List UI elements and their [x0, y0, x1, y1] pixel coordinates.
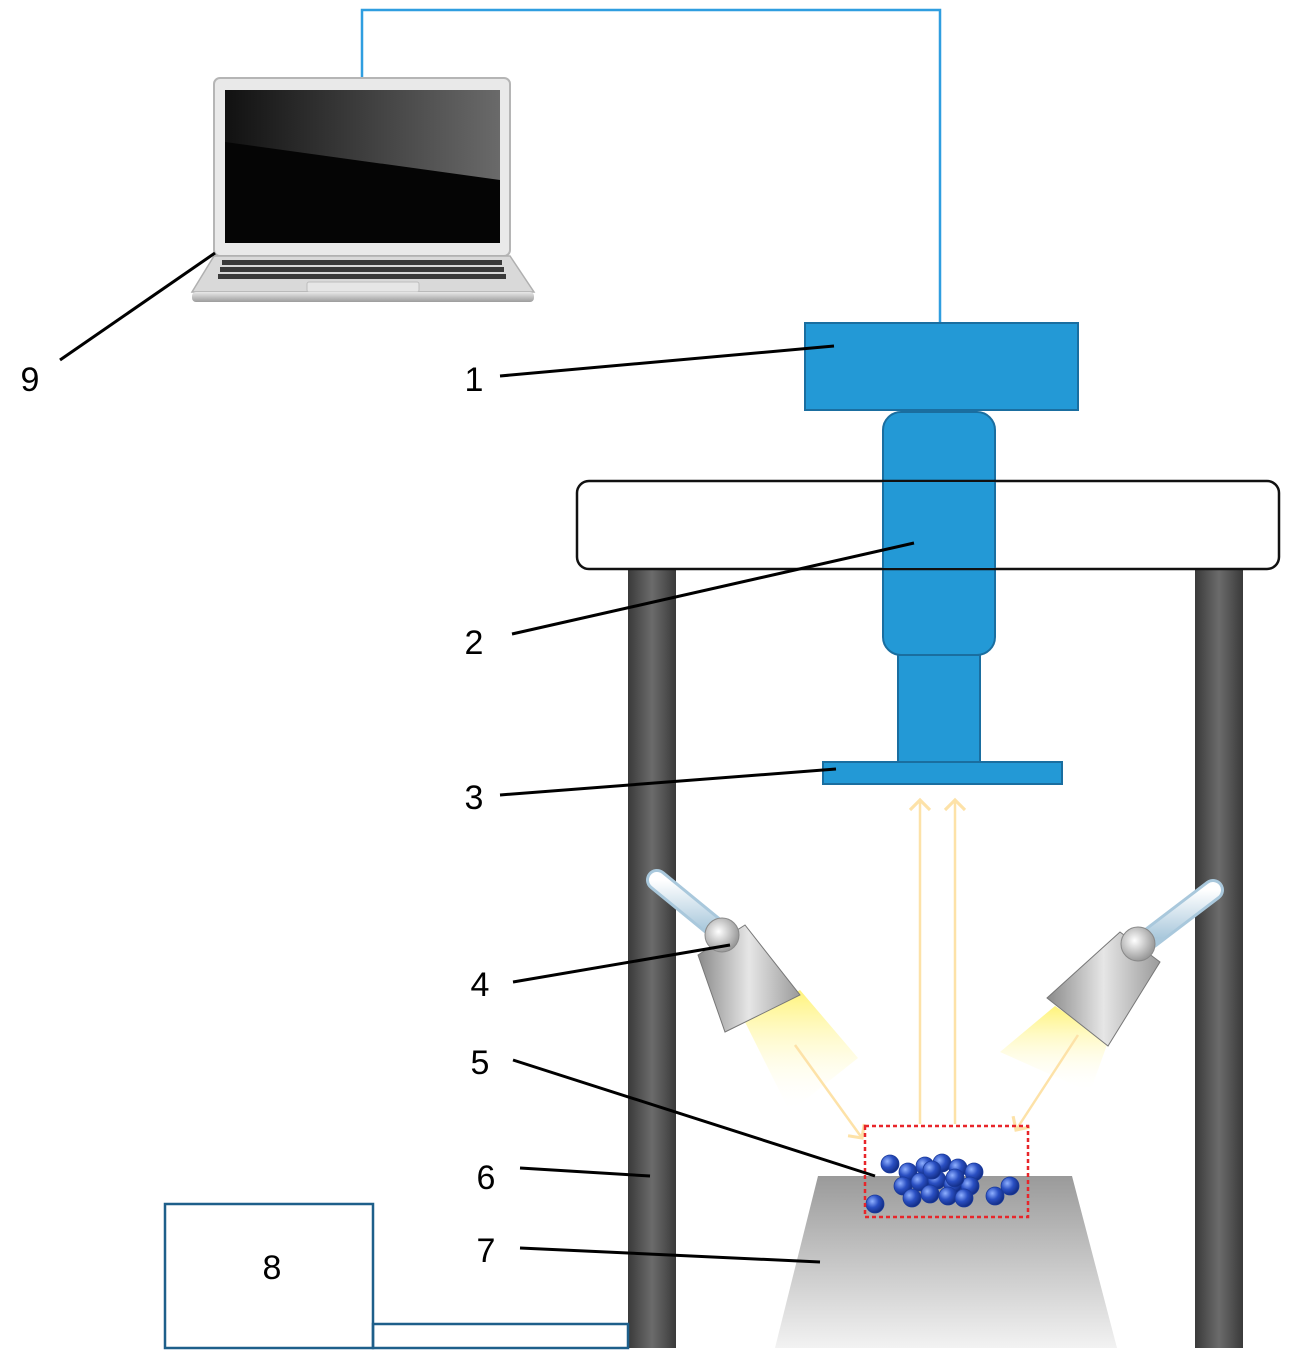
lens-tube: [897, 654, 981, 764]
label-6: 6: [477, 1159, 496, 1197]
frame-pillar-right: [1195, 568, 1243, 1348]
sample-stage: [775, 1176, 1117, 1348]
label-8: 8: [263, 1249, 282, 1287]
controller-box: [163, 1202, 375, 1350]
lamp-knob-right: [1120, 926, 1156, 962]
light-beam-right: [1000, 1006, 1108, 1092]
lamp-knob-left: [704, 917, 740, 953]
filter-plate: [822, 761, 1063, 785]
lamp-right: [1046, 879, 1224, 1047]
keyboard-icon: [218, 260, 506, 279]
light-beam-left: [745, 990, 858, 1112]
sample-particle: [954, 1188, 974, 1208]
sample-particle: [920, 1184, 940, 1204]
sample-particle: [865, 1194, 885, 1214]
leader-lines: [59, 251, 915, 1264]
label-7: 7: [477, 1232, 496, 1270]
label-2: 2: [465, 624, 484, 662]
sample-particle: [880, 1154, 900, 1174]
sample-particle: [902, 1188, 922, 1208]
cable-laptop-camera: [360, 8, 942, 323]
label-1: 1: [465, 361, 484, 399]
lamp-left: [646, 869, 801, 1033]
sample-particle: [1000, 1176, 1020, 1196]
sample-particle: [985, 1186, 1005, 1206]
sample-particle: [945, 1168, 965, 1188]
sample-particle: [922, 1160, 942, 1180]
label-4: 4: [471, 966, 490, 1004]
laptop-icon: [190, 77, 536, 302]
label-5: 5: [471, 1044, 490, 1082]
light-path-arrows: [793, 797, 1080, 1140]
sample-particles: [865, 1153, 1020, 1214]
label-9: 9: [21, 361, 40, 399]
label-3: 3: [465, 779, 484, 817]
sample-particle: [938, 1186, 958, 1206]
frame-crossbar: [575, 479, 1281, 571]
camera-body: [804, 322, 1079, 411]
controller-cable: [371, 1322, 630, 1350]
